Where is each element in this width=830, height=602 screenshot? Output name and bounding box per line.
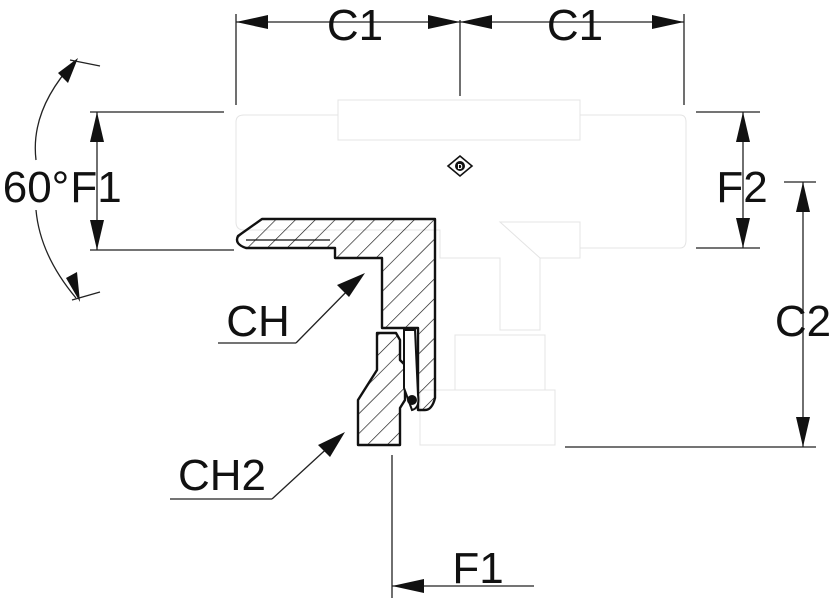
c1-left-label: C1	[327, 1, 383, 50]
section-cut-body	[235, 217, 437, 412]
dunlop-logo-icon: D	[446, 154, 474, 178]
dimension-angle	[34, 58, 101, 302]
leader-ch2	[170, 432, 345, 500]
dimension-c1	[235, 14, 685, 105]
ch-label: CH	[226, 297, 290, 346]
f1-left-label: F1	[70, 163, 121, 212]
tee-fitting-body	[235, 99, 687, 446]
c2-label: C2	[775, 297, 830, 346]
ch2-label: CH2	[178, 451, 266, 500]
dimension-f2	[696, 111, 760, 249]
c1-right-label: C1	[547, 1, 603, 50]
dimension-c2	[565, 181, 816, 448]
leader-ch	[218, 273, 365, 344]
o-ring-icon	[407, 395, 417, 405]
svg-text:D: D	[457, 164, 462, 171]
section-cut-swivel-nut	[356, 329, 420, 447]
angle-label: 60°	[3, 163, 70, 212]
f2-label: F2	[716, 163, 767, 212]
dimension-f1-left	[90, 111, 234, 251]
dimension-f1-bottom	[391, 455, 534, 598]
f1-bottom-label: F1	[452, 544, 503, 593]
